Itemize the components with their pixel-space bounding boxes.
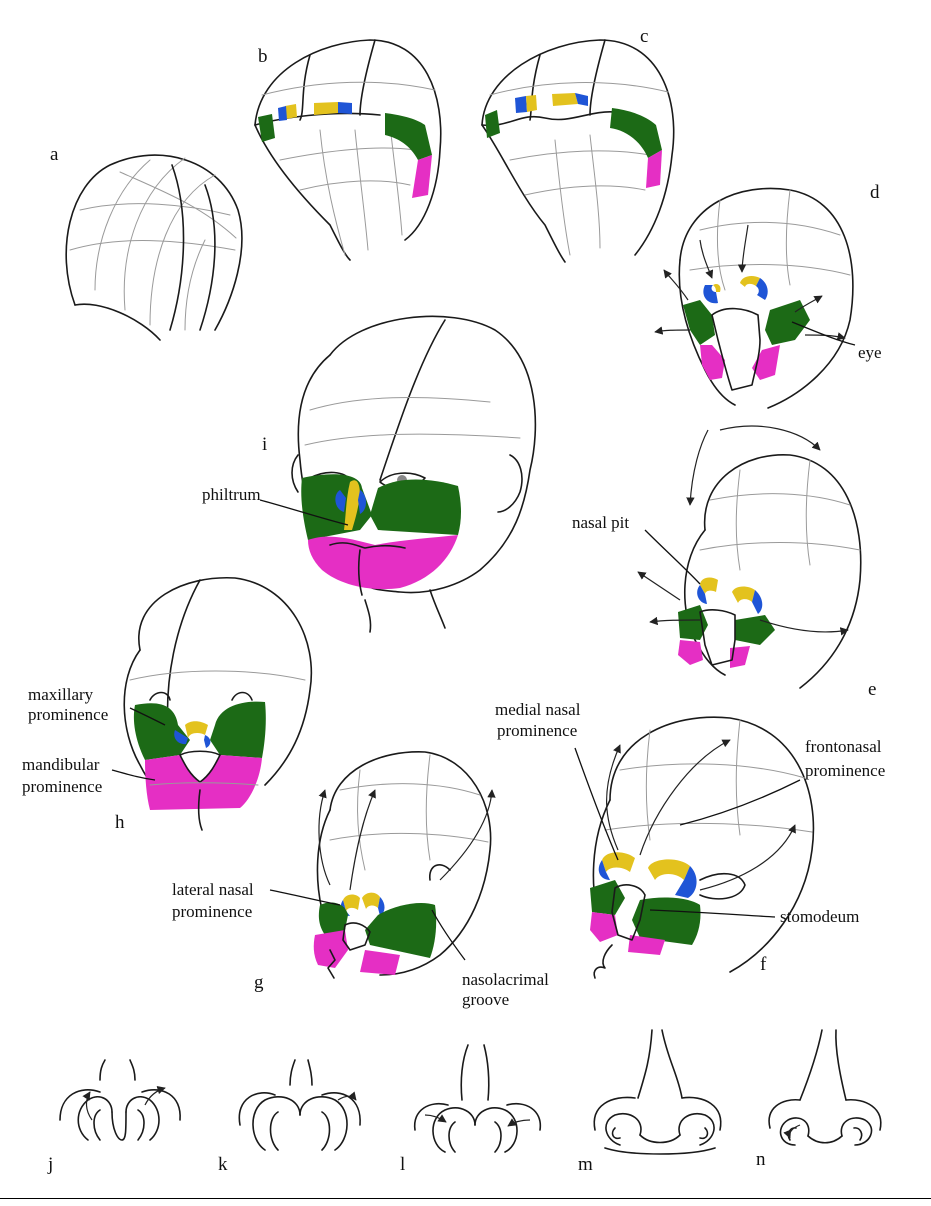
panel-letter-a: a (50, 144, 59, 165)
label-lateral-nasal-line2: prominence (172, 902, 252, 921)
panel-letter-j: j (47, 1154, 53, 1175)
label-nasal-pit: nasal pit (572, 513, 629, 532)
label-nasolacrimal-line1: nasolacrimal (462, 970, 549, 989)
panel-j-drawing (59, 1059, 181, 1141)
panel-f-drawing (574, 716, 815, 979)
label-lateral-nasal-line1: lateral nasal (172, 880, 254, 899)
label-eye: eye (858, 343, 882, 362)
panel-i-drawing (259, 315, 537, 633)
panel-letter-c: c (640, 26, 648, 47)
panel-letter-n: n (756, 1149, 766, 1170)
panel-h-drawing (111, 577, 313, 831)
label-nasolacrimal-line2: groove (462, 990, 509, 1009)
bottom-rule (0, 1198, 931, 1199)
panel-letter-k: k (218, 1154, 228, 1175)
panel-b-drawing (254, 39, 442, 261)
panel-letter-b: b (258, 46, 268, 67)
label-maxillary-line2: prominence (28, 705, 108, 724)
panel-c-drawing (481, 39, 675, 263)
panel-n-drawing (768, 1029, 882, 1146)
panel-letter-g: g (254, 972, 264, 993)
panel-letter-f: f (760, 954, 767, 975)
panel-letter-i: i (262, 434, 267, 455)
label-medial-nasal-line1: medial nasal (495, 700, 581, 719)
panel-letter-m: m (578, 1154, 593, 1175)
panel-e-drawing (637, 425, 862, 689)
panel-l-drawing (414, 1044, 541, 1153)
panel-k-drawing (238, 1059, 361, 1151)
panel-letter-h: h (115, 812, 125, 833)
label-philtrum: philtrum (202, 485, 261, 504)
label-frontonasal-line2: prominence (805, 761, 885, 780)
label-maxillary-line1: maxillary (28, 685, 94, 704)
panel-letter-d: d (870, 182, 880, 203)
label-mandibular-line1: mandibular (22, 755, 100, 774)
label-mandibular-line2: prominence (22, 777, 102, 796)
label-stomodeum: stomodeum (780, 907, 859, 926)
panel-a-drawing (65, 154, 243, 341)
panel-letter-e: e (868, 679, 876, 700)
panel-g-drawing (269, 751, 496, 979)
label-frontonasal-line1: frontonasal (805, 737, 882, 756)
panel-letter-l: l (400, 1154, 405, 1175)
panel-m-drawing (593, 1029, 722, 1155)
panel-d-drawing (654, 187, 856, 409)
label-medial-nasal-line2: prominence (497, 721, 577, 740)
